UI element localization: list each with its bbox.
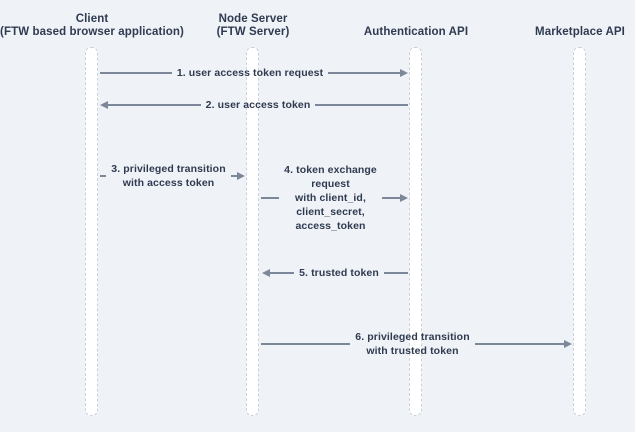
arrowhead-right-icon bbox=[237, 172, 245, 180]
message-label: 3. privileged transition with access tok… bbox=[111, 162, 225, 190]
message-label-line: with access token bbox=[122, 177, 215, 189]
arrow-line bbox=[328, 72, 400, 74]
arrowhead-right-icon bbox=[400, 69, 408, 77]
participant-name: Authentication API bbox=[363, 26, 469, 38]
message-label: 2. user access token bbox=[206, 98, 311, 112]
message-label-line: with trusted token bbox=[366, 345, 459, 357]
arrow-line bbox=[100, 175, 107, 177]
message-label-line: client_secret, bbox=[296, 206, 365, 218]
arrowhead-left-icon bbox=[262, 269, 270, 277]
arrow-line bbox=[474, 343, 564, 345]
lifeline-marketplace-api bbox=[573, 47, 586, 416]
arrow-line bbox=[383, 272, 408, 274]
message-label: 5. trusted token bbox=[299, 266, 379, 280]
message-1-user-access-token-request: 1. user access token request bbox=[100, 66, 408, 80]
lifeline-node-server bbox=[246, 47, 259, 416]
message-6-privileged-transition-trusted: 6. privileged transition with trusted to… bbox=[261, 330, 572, 358]
arrow-line bbox=[108, 104, 201, 106]
arrow-line bbox=[100, 72, 172, 74]
participant-name: Node Server bbox=[218, 13, 288, 25]
participant-header-node-server: Node Server (FTW Server) bbox=[143, 11, 363, 39]
lifeline-authentication-api bbox=[409, 47, 422, 416]
arrowhead-right-icon bbox=[400, 194, 409, 202]
participant-header-client: Client (FTW based browser application) bbox=[0, 11, 202, 39]
arrow-line bbox=[270, 272, 295, 274]
message-5-trusted-token: 5. trusted token bbox=[262, 266, 408, 280]
message-label-line: 2. user access token bbox=[205, 99, 311, 111]
message-label-line: request bbox=[311, 178, 350, 190]
arrow-line bbox=[230, 175, 237, 177]
arrow-line bbox=[315, 104, 409, 106]
participant-subtitle: (FTW based browser application) bbox=[0, 26, 184, 38]
arrowhead-right-icon bbox=[564, 340, 572, 348]
message-label: 4. token exchange request with client_id… bbox=[284, 163, 377, 233]
message-4-token-exchange-request: 4. token exchange request with client_id… bbox=[261, 163, 409, 233]
arrow-line bbox=[381, 197, 401, 199]
participant-header-marketplace-api: Marketplace API bbox=[470, 11, 635, 39]
message-label: 6. privileged transition with trusted to… bbox=[355, 330, 469, 358]
participant-subtitle: (FTW Server) bbox=[216, 26, 290, 38]
message-label-line: 3. privileged transition bbox=[111, 163, 226, 175]
message-label-line: 4. token exchange bbox=[284, 164, 377, 176]
participant-name: Client bbox=[75, 13, 109, 25]
participant-name: Marketplace API bbox=[535, 26, 625, 38]
message-2-user-access-token: 2. user access token bbox=[100, 98, 409, 112]
lifeline-client bbox=[85, 47, 98, 416]
message-label-line: 1. user access token request bbox=[176, 67, 324, 79]
message-label-line: 6. privileged transition bbox=[355, 331, 470, 343]
message-label: 1. user access token request bbox=[177, 66, 323, 80]
message-label-line: 5. trusted token bbox=[299, 267, 379, 279]
message-label-line: with client_id, bbox=[295, 192, 366, 204]
arrow-line bbox=[261, 343, 351, 345]
message-3-privileged-transition: 3. privileged transition with access tok… bbox=[100, 162, 245, 190]
participant-header-authentication-api: Authentication API bbox=[306, 11, 526, 39]
message-label-line: access_token bbox=[295, 220, 366, 232]
arrow-line bbox=[261, 197, 280, 199]
arrowhead-left-icon bbox=[100, 101, 108, 109]
